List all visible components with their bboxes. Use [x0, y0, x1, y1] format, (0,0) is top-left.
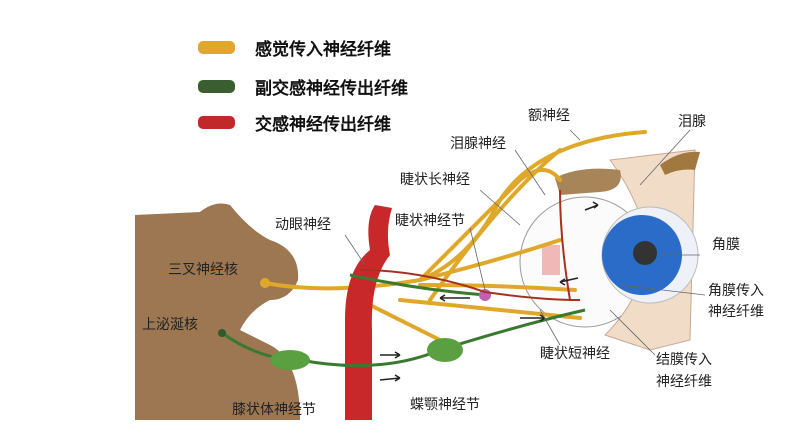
legend-swatch-parasympathetic [198, 80, 235, 93]
label-cornea: 角膜 [712, 237, 740, 253]
pterygopalatine-ganglion [427, 338, 463, 362]
eyebrow [660, 151, 700, 175]
label-oculomotor-nerve: 动眼神经 [275, 217, 331, 233]
label-corneal-afferent-1: 角膜传入 [708, 283, 764, 299]
legend-swatch-sensory [198, 41, 235, 54]
brainstem [135, 203, 300, 420]
label-long-ciliary-nerve: 睫状长神经 [400, 172, 470, 188]
label-conjunctival-afferent-2: 神经纤维 [656, 374, 712, 390]
legend-label-sensory: 感觉传入神经纤维 [255, 39, 391, 60]
label-lacrimal-nerve: 泪腺神经 [450, 136, 506, 152]
salivatory-nucleus-marker [218, 329, 226, 337]
label-trigeminal-nucleus: 三叉神经核 [168, 262, 238, 278]
legend-label-sympathetic: 交感神经传出纤维 [255, 114, 391, 135]
sympathetic-fibers [359, 189, 581, 301]
label-conjunctival-afferent-1: 结膜传入 [656, 352, 712, 368]
legend: 感觉传入神经纤维 副交感神经传出纤维 交感神经传出纤维 [198, 39, 408, 135]
parasympathetic-fibers [221, 273, 586, 368]
label-short-ciliary-nerve: 睫状短神经 [540, 346, 610, 362]
sensory-fibers [263, 130, 647, 347]
label-frontal-nerve: 额神经 [528, 108, 570, 124]
geniculate-ganglion [270, 350, 310, 370]
label-ciliary-ganglion: 睫状神经节 [395, 213, 465, 229]
legend-swatch-sympathetic [198, 116, 235, 129]
label-salivatory-nucleus: 上泌涎核 [142, 317, 198, 333]
lacrimal-gland [555, 168, 621, 195]
pupil [633, 241, 657, 265]
label-pterygopalatine-ganglion: 蝶颚神经节 [410, 397, 480, 413]
label-corneal-afferent-2: 神经纤维 [708, 304, 764, 320]
trigeminal-nucleus-marker [260, 278, 270, 288]
ciliary-muscle [542, 245, 560, 275]
label-geniculate-ganglion: 膝状体神经节 [232, 402, 316, 418]
label-lacrimal-gland: 泪腺 [678, 114, 706, 130]
leader-lines [344, 129, 706, 356]
legend-label-parasympathetic: 副交感神经传出纤维 [255, 78, 408, 99]
